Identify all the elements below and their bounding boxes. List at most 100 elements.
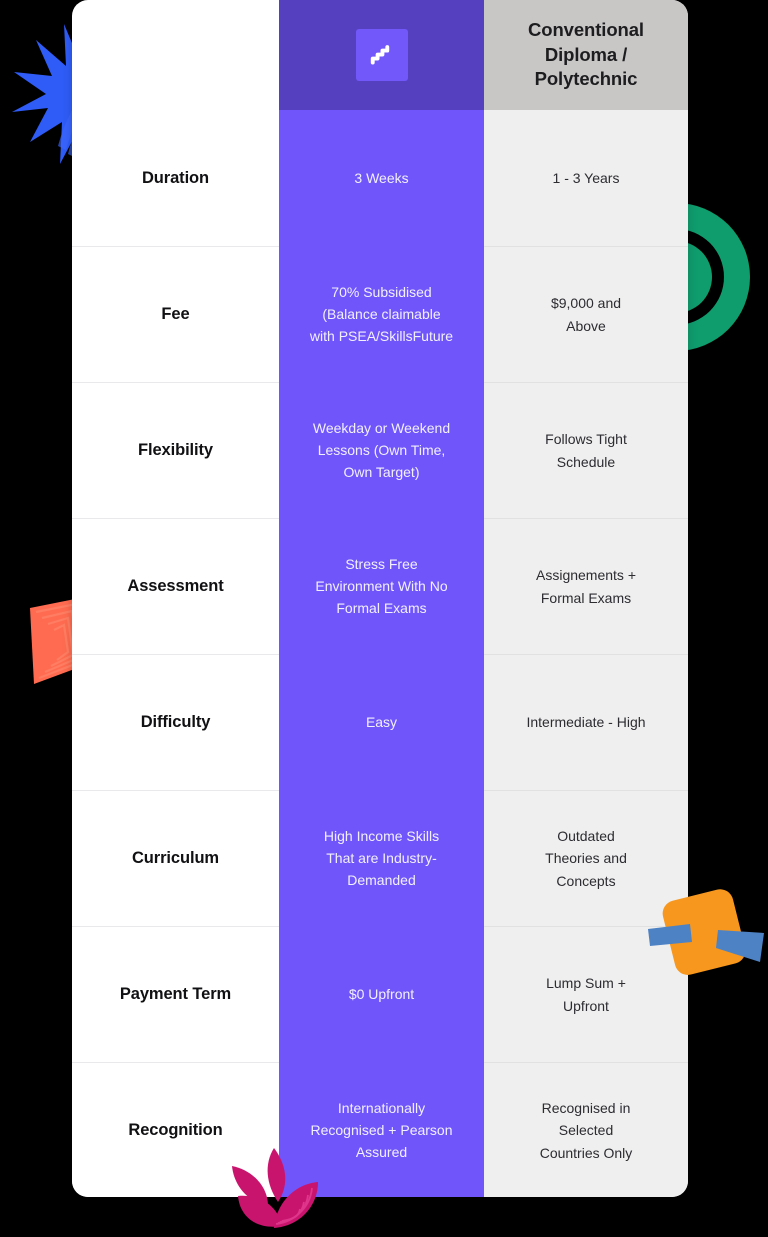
value-line: Schedule xyxy=(556,453,616,470)
value-line: $9,000 and xyxy=(550,295,622,312)
pink-lotus-icon xyxy=(214,1142,336,1237)
value-line: Assured xyxy=(355,1144,408,1161)
ours-value-text: $0 Upfront xyxy=(349,983,414,1005)
value-line: That are Industry- xyxy=(326,849,437,866)
theirs-value-text: Intermediate - High xyxy=(526,711,645,733)
row-label-cell: Curriculum xyxy=(72,790,279,926)
row-value-theirs: Lump Sum + Upfront xyxy=(484,926,688,1062)
value-line: Demanded xyxy=(347,872,416,889)
value-line: 70% Subsidised xyxy=(331,283,432,300)
row-value-theirs: Assignements + Formal Exams xyxy=(484,518,688,654)
value-line: Assignements + xyxy=(536,567,636,584)
row-label: Difficulty xyxy=(140,713,211,731)
value-line: Theories and xyxy=(545,850,627,867)
value-line: 3 Weeks xyxy=(354,169,409,186)
value-line: Recognised + Pearson xyxy=(310,1121,453,1138)
value-line: Formal Exams xyxy=(336,600,427,617)
table-row: Payment Term $0 Upfront Lump Sum + Upfront xyxy=(72,926,688,1062)
header-cell-conventional: Conventional Diploma / Polytechnic xyxy=(484,0,688,110)
staircase-logo-icon xyxy=(355,29,408,81)
row-label-cell: Assessment xyxy=(72,518,279,654)
row-label: Recognition xyxy=(128,1121,223,1139)
comparison-table-card: Conventional Diploma / Polytechnic Durat… xyxy=(72,0,688,1197)
value-line: Outdated xyxy=(557,828,615,845)
row-label-cell: Payment Term xyxy=(72,926,279,1062)
value-line: Stress Free xyxy=(345,555,418,572)
table-header-row: Conventional Diploma / Polytechnic xyxy=(72,0,688,110)
row-label-cell: Flexibility xyxy=(72,382,279,518)
row-label: Fee xyxy=(161,305,190,323)
value-line: Above xyxy=(566,317,606,334)
orange-square-blue-band-icon xyxy=(642,884,768,988)
row-label-cell: Fee xyxy=(72,246,279,382)
value-line: Environment With No xyxy=(315,577,448,594)
row-value-ours: Easy xyxy=(279,654,484,790)
value-line: Selected xyxy=(558,1122,614,1139)
value-line: Intermediate - High xyxy=(526,714,646,731)
value-line: Own Target) xyxy=(343,464,420,481)
value-line: Internationally xyxy=(337,1099,426,1116)
value-line: Lump Sum + xyxy=(546,975,626,992)
value-line: Countries Only xyxy=(539,1144,633,1161)
value-line: Follows Tight xyxy=(545,431,627,448)
value-line: with PSEA/SkillsFuture xyxy=(309,328,454,345)
row-label: Duration xyxy=(141,168,210,187)
value-line: Recognised in xyxy=(541,1100,631,1117)
row-value-theirs: 1 - 3 Years xyxy=(484,110,688,246)
value-line: (Balance claimable xyxy=(322,305,441,322)
row-label: Assessment xyxy=(127,577,224,595)
ours-value-text: 70% Subsidised (Balance claimable with PSE… xyxy=(310,281,453,347)
row-label-cell: Duration xyxy=(72,110,279,246)
row-label: Flexibility xyxy=(137,441,213,459)
row-value-ours: $0 Upfront xyxy=(279,926,484,1062)
value-line: Formal Exams xyxy=(540,589,632,606)
value-line: Lessons (Own Time, xyxy=(317,441,446,458)
row-value-theirs: Intermediate - High xyxy=(484,654,688,790)
row-value-ours: 70% Subsidised (Balance claimable with PSE… xyxy=(279,246,484,382)
table-row: Duration 3 Weeks 1 - 3 Years xyxy=(72,110,688,246)
value-line: 1 - 3 Years xyxy=(552,169,620,186)
header-cell-blank xyxy=(72,0,279,110)
row-value-ours: 3 Weeks xyxy=(279,110,484,246)
value-line: High Income Skills xyxy=(323,827,440,844)
header-title-line: Polytechnic xyxy=(534,68,638,90)
ours-value-text: Easy xyxy=(366,711,397,733)
theirs-value-text: 1 - 3 Years xyxy=(553,167,620,189)
ours-value-text: 3 Weeks xyxy=(354,167,408,189)
theirs-value-text: Assignements + Formal Exams xyxy=(536,564,636,608)
value-line: $0 Upfront xyxy=(348,985,415,1002)
green-concentric-rings-icon xyxy=(676,203,768,351)
row-label: Payment Term xyxy=(119,985,232,1003)
header-cell-brand xyxy=(279,0,484,110)
row-label-cell: Difficulty xyxy=(72,654,279,790)
header-title-line: Conventional xyxy=(528,19,644,41)
table-row: Fee 70% Subsidised (Balance claimable with … xyxy=(72,246,688,382)
value-line: Upfront xyxy=(563,997,609,1014)
row-label: Curriculum xyxy=(131,849,219,867)
value-line: Easy xyxy=(365,713,398,730)
theirs-value-text: Lump Sum + Upfront xyxy=(546,972,626,1016)
header-title-conventional: Conventional Diploma / Polytechnic xyxy=(528,18,644,91)
